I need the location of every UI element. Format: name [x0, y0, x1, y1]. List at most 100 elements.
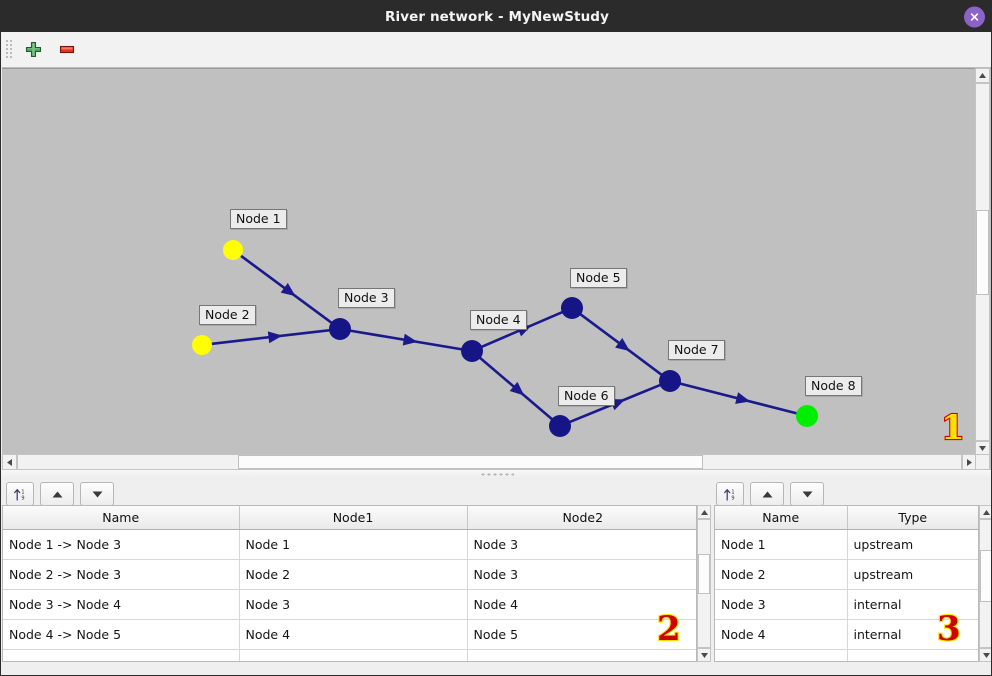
graph-edge-arrow-icon: [615, 337, 630, 352]
graph-node[interactable]: [223, 240, 243, 260]
graph-node-label[interactable]: Node 2: [199, 305, 256, 326]
reaches-vscroll-track[interactable]: [697, 519, 711, 648]
nodes-scroll-up-button[interactable]: [979, 505, 991, 519]
graph-hscroll-track[interactable]: [17, 454, 962, 470]
column-header-node1[interactable]: Node1: [239, 506, 468, 530]
toolbar-drag-handle[interactable]: [5, 39, 14, 60]
nodes-scroll-down-button[interactable]: [979, 648, 991, 662]
table-cell[interactable]: Node 2 -> Node 3: [3, 559, 240, 590]
graph-node-label[interactable]: Node 4: [470, 310, 527, 331]
graph-node[interactable]: [329, 318, 351, 340]
splitter-grip-icon: [480, 473, 514, 476]
table-cell-empty: [847, 649, 978, 661]
table-cell[interactable]: Node 4: [239, 619, 468, 650]
column-header-node2[interactable]: Node2: [467, 506, 696, 530]
title-bar: River network - MyNewStudy: [1, 1, 991, 32]
nodes-vscroll-thumb[interactable]: [980, 550, 991, 602]
table-cell[interactable]: internal: [847, 589, 978, 620]
column-header-name[interactable]: Name: [715, 506, 848, 530]
nodes-vertical-scrollbar[interactable]: [979, 505, 991, 662]
svg-text:9: 9: [731, 495, 734, 501]
triangle-down-icon[interactable]: [80, 482, 114, 506]
table-cell[interactable]: Node 5: [467, 619, 696, 650]
red-minus-icon[interactable]: [54, 37, 80, 63]
column-header-name[interactable]: Name: [3, 506, 240, 530]
table-cell-empty: [3, 649, 240, 661]
table-cell[interactable]: Node 3: [715, 589, 848, 620]
reaches-vscroll-thumb[interactable]: [698, 554, 710, 594]
graph-hscroll-thumb[interactable]: [238, 455, 703, 469]
scroll-left-button[interactable]: [2, 454, 17, 470]
triangle-up-icon[interactable]: [40, 482, 74, 506]
graph-vscroll-thumb[interactable]: [976, 210, 989, 295]
close-icon[interactable]: [964, 6, 985, 27]
sort-ascending-icon[interactable]: 1 9: [6, 482, 34, 506]
table-cell[interactable]: Node 4: [715, 619, 848, 650]
graph-node-label[interactable]: Node 6: [558, 386, 615, 407]
nodes-vscroll-track[interactable]: [979, 519, 991, 648]
scroll-up-button[interactable]: [975, 68, 990, 83]
reaches-scroll-up-button[interactable]: [697, 505, 711, 519]
table-cell-empty: [239, 649, 468, 661]
table-cell[interactable]: Node 4 -> Node 5: [3, 619, 240, 650]
graph-node[interactable]: [192, 335, 212, 355]
table-cell[interactable]: upstream: [847, 529, 978, 560]
network-graph-svg: [192, 240, 818, 437]
table-cell[interactable]: internal: [847, 619, 978, 650]
table-cell[interactable]: Node 3: [239, 589, 468, 620]
network-graph-canvas[interactable]: Node 1 Node 2 Node 3 Node 4 Node 5 Node 6 Node…: [2, 68, 991, 471]
triangle-down-icon[interactable]: [790, 482, 824, 506]
reaches-toolbar: 1 9: [6, 481, 114, 507]
green-plus-icon[interactable]: [20, 37, 46, 63]
graph-node-label[interactable]: Node 1: [230, 209, 287, 230]
graph-node[interactable]: [561, 297, 583, 319]
scrollbar-corner: [975, 454, 990, 470]
table-cell-empty: [467, 649, 696, 661]
graph-node[interactable]: [549, 415, 571, 437]
table-cell[interactable]: Node 3 -> Node 4: [3, 589, 240, 620]
graph-node-label[interactable]: Node 3: [338, 288, 395, 309]
graph-edge-arrow-icon: [402, 333, 418, 346]
graph-node-label[interactable]: Node 5: [570, 268, 627, 289]
table-cell[interactable]: Node 1: [715, 529, 848, 560]
graph-node[interactable]: [796, 405, 818, 427]
reaches-scroll-down-button[interactable]: [697, 648, 711, 662]
graph-vertical-scrollbar[interactable]: [975, 68, 990, 456]
triangle-up-icon[interactable]: [750, 482, 784, 506]
graph-node[interactable]: [659, 370, 681, 392]
table-cell[interactable]: upstream: [847, 559, 978, 590]
graph-edges: [210, 254, 798, 424]
table-cell[interactable]: Node 3: [467, 529, 696, 560]
graph-node[interactable]: [461, 340, 483, 362]
table-cell[interactable]: Node 3: [467, 559, 696, 590]
graph-node-label[interactable]: Node 7: [668, 340, 725, 361]
table-cell[interactable]: Node 2: [239, 559, 468, 590]
graph-horizontal-scrollbar[interactable]: [2, 454, 977, 470]
table-cell[interactable]: Node 4: [467, 589, 696, 620]
sort-ascending-icon[interactable]: 1 9: [716, 482, 744, 506]
graph-node-label[interactable]: Node 8: [805, 376, 862, 397]
table-cell[interactable]: Node 2: [715, 559, 848, 590]
graph-edge-arrow-icon: [509, 381, 525, 396]
reaches-vertical-scrollbar[interactable]: [697, 505, 711, 662]
window-title: River network - MyNewStudy: [385, 8, 609, 25]
column-header-type[interactable]: Type: [847, 506, 978, 530]
table-cell[interactable]: Node 1 -> Node 3: [3, 529, 240, 560]
graph-edge-arrow-icon: [267, 331, 283, 344]
graph-vscroll-track[interactable]: [975, 83, 990, 441]
table-cell[interactable]: Node 1: [239, 529, 468, 560]
